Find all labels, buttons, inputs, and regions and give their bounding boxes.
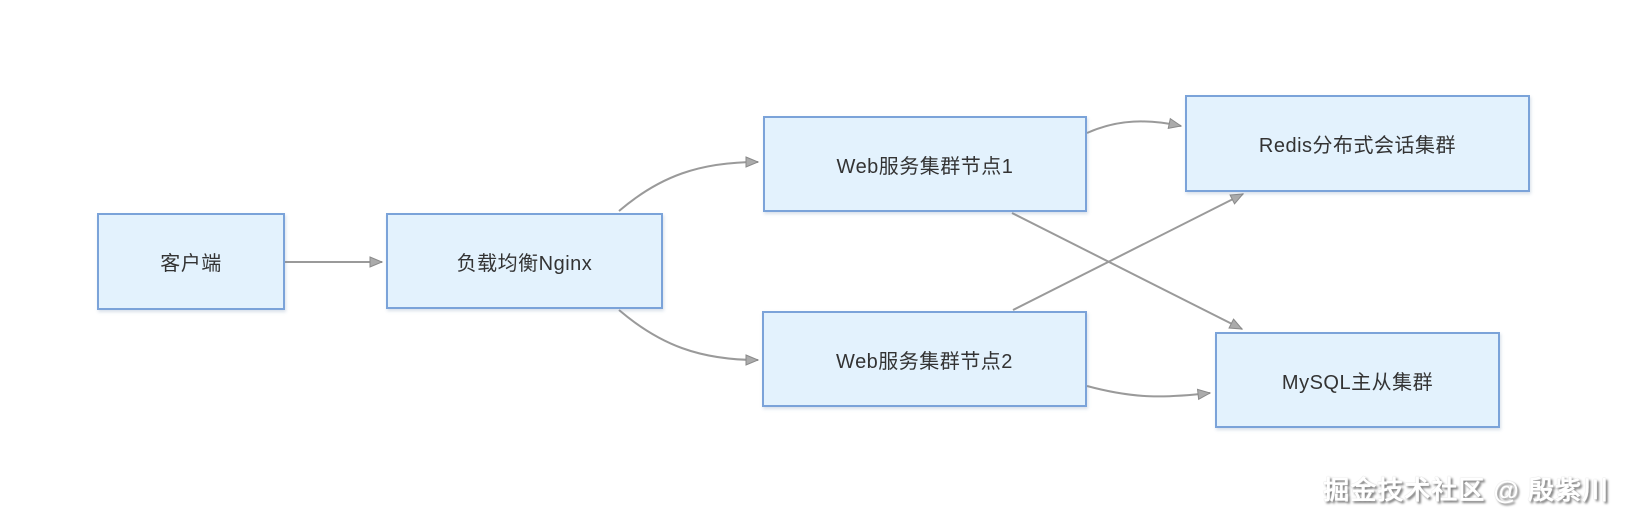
node-web2-label: Web服务集群节点2 bbox=[836, 350, 1013, 373]
node-nginx-load-balancer: 负载均衡Nginx bbox=[386, 213, 663, 309]
edge-web2-to-mysql bbox=[1086, 385, 1212, 401]
node-nginx-label: 负载均衡Nginx bbox=[456, 252, 593, 275]
edge-nginx-to-web2 bbox=[618, 309, 760, 366]
node-mysql-label: MySQL主从集群 bbox=[1281, 371, 1434, 394]
edge-web1-to-redis bbox=[1086, 117, 1183, 134]
node-web-cluster-2: Web服务集群节点2 bbox=[762, 311, 1087, 407]
node-mysql-cluster: MySQL主从集群 bbox=[1215, 332, 1500, 428]
edge-nginx-to-web1 bbox=[618, 156, 760, 212]
node-redis-label: Redis分布式会话集群 bbox=[1258, 135, 1457, 157]
node-web-cluster-1: Web服务集群节点1 bbox=[763, 116, 1087, 212]
node-web1-label: Web服务集群节点1 bbox=[836, 155, 1014, 178]
node-client-label: 客户端 bbox=[160, 253, 222, 275]
edge-web1-to-mysql bbox=[1011, 212, 1244, 330]
edge-web2-to-redis bbox=[1012, 193, 1245, 311]
node-client: 客户端 bbox=[97, 213, 285, 310]
juejin-watermark: 掘金技术社区 @ 殷紫川 bbox=[1323, 475, 1609, 505]
node-redis-session-cluster: Redis分布式会话集群 bbox=[1185, 95, 1530, 192]
